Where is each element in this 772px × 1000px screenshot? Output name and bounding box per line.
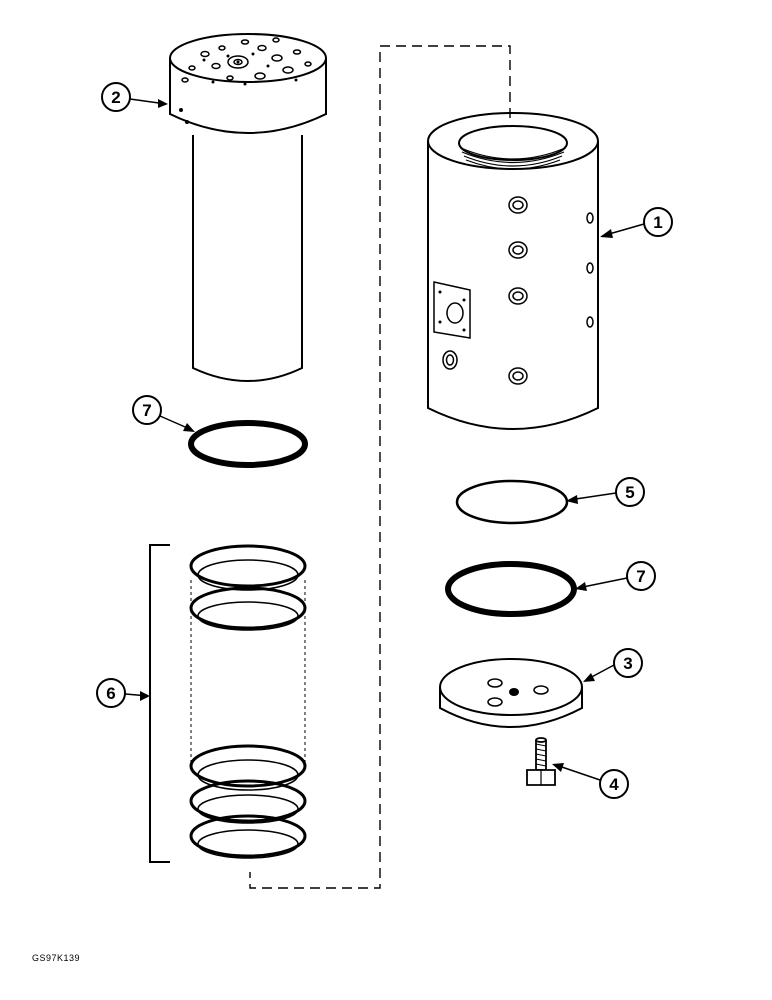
callout-7-upper-label: 7 [142, 401, 151, 420]
part-5-backup-ring [455, 479, 569, 525]
alignment-dashed-line [249, 45, 511, 889]
callout-6-label: 6 [106, 684, 115, 703]
figure-reference-code: GS97K139 [32, 953, 81, 963]
callout-1-label: 1 [653, 213, 662, 232]
part-2-manifold-tube [169, 33, 327, 382]
callout-7-upper: 7 [132, 395, 195, 432]
callout-3-label: 3 [623, 654, 632, 673]
callout-4-label: 4 [609, 775, 619, 794]
callout-4: 4 [552, 763, 629, 799]
part-6-bracket [149, 544, 170, 863]
callout-5: 5 [566, 477, 645, 507]
callout-7-lower: 7 [575, 561, 656, 591]
callout-7-lower-label: 7 [636, 567, 645, 586]
part-4-bolt [526, 737, 556, 786]
part-7-o-ring-upper [188, 420, 308, 468]
callout-5-label: 5 [625, 483, 634, 502]
callout-2: 2 [101, 82, 168, 112]
part-1-swivel-body [427, 112, 599, 430]
part-6-seal-kit [189, 544, 307, 859]
callout-6: 6 [96, 678, 150, 708]
callout-2-label: 2 [111, 88, 120, 107]
part-7-o-ring-lower [445, 561, 577, 617]
part-3-end-plate [439, 658, 583, 728]
callout-1: 1 [600, 207, 673, 238]
callout-3: 3 [583, 648, 643, 682]
